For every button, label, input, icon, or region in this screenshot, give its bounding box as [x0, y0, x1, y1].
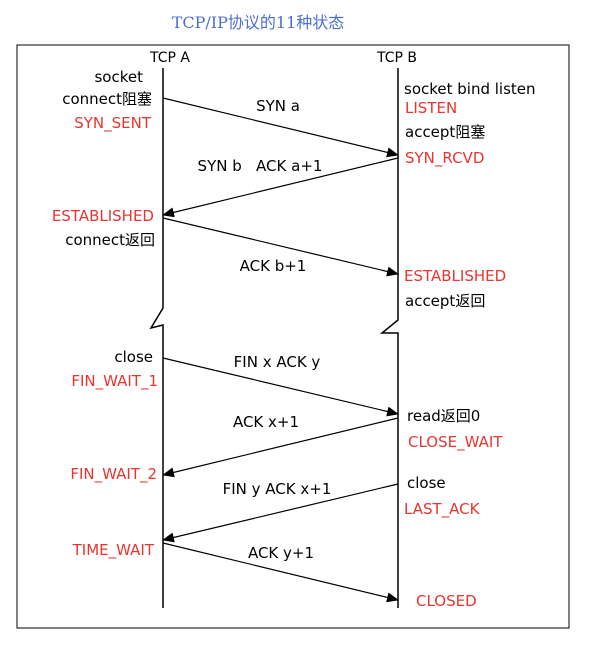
msg-syn-a: SYN a [256, 97, 300, 115]
b-state-close-wait: CLOSE_WAIT [408, 433, 503, 452]
msg-fin-x-ack-y: FIN x ACK y [234, 353, 321, 371]
a-state-established: ESTABLISHED [52, 207, 154, 225]
a-state-syn-sent: SYN_SENT [74, 114, 152, 133]
b-state-syn-rcvd: SYN_RCVD [405, 149, 484, 168]
b-accept-return: accept返回 [405, 292, 485, 310]
a-state-time-wait: TIME_WAIT [72, 541, 155, 560]
b-state-last-ack: LAST_ACK [404, 500, 481, 519]
b-state-established: ESTABLISHED [404, 267, 506, 285]
msg-ack-x: ACK x+1 [233, 413, 299, 431]
msg-ack-y: ACK y+1 [248, 544, 314, 562]
diagram-title: TCP/IP协议的11种状态 [172, 13, 345, 32]
diagram-frame [16, 44, 570, 629]
b-close: close [407, 474, 446, 492]
timeline-a [149, 68, 164, 608]
arrow-syn-a [162, 97, 399, 158]
arrow-ack-x [162, 417, 399, 478]
msg-syn-b-ack: SYN b ACK a+1 [198, 157, 323, 175]
a-close: close [114, 348, 153, 366]
b-socket-bind-listen: socket bind listen [404, 80, 536, 98]
arrow-ack-y [162, 542, 399, 603]
timeline-b [379, 68, 399, 608]
header-tcp-a: TCP A [149, 50, 190, 66]
msg-ack-b: ACK b+1 [240, 257, 307, 275]
arrow-fin-x-ack-y [162, 357, 399, 417]
a-socket: socket [94, 68, 143, 86]
header-tcp-b: TCP B [376, 50, 417, 66]
b-read-return: read返回0 [407, 407, 480, 425]
a-connect-return: connect返回 [65, 231, 155, 249]
a-state-fin-wait-1: FIN_WAIT_1 [71, 372, 158, 391]
msg-fin-y-ack-x: FIN y ACK x+1 [223, 480, 332, 498]
a-connect-block: connect阻塞 [62, 90, 152, 108]
arrow-ack-b [162, 217, 399, 277]
b-state-listen: LISTEN [405, 99, 457, 117]
b-accept-block: accept阻塞 [405, 123, 485, 141]
arrow-fin-y-ack-x [162, 483, 399, 543]
b-state-closed: CLOSED [416, 592, 477, 610]
a-state-fin-wait-2: FIN_WAIT_2 [70, 465, 157, 484]
arrow-syn-b-ack [162, 157, 399, 218]
